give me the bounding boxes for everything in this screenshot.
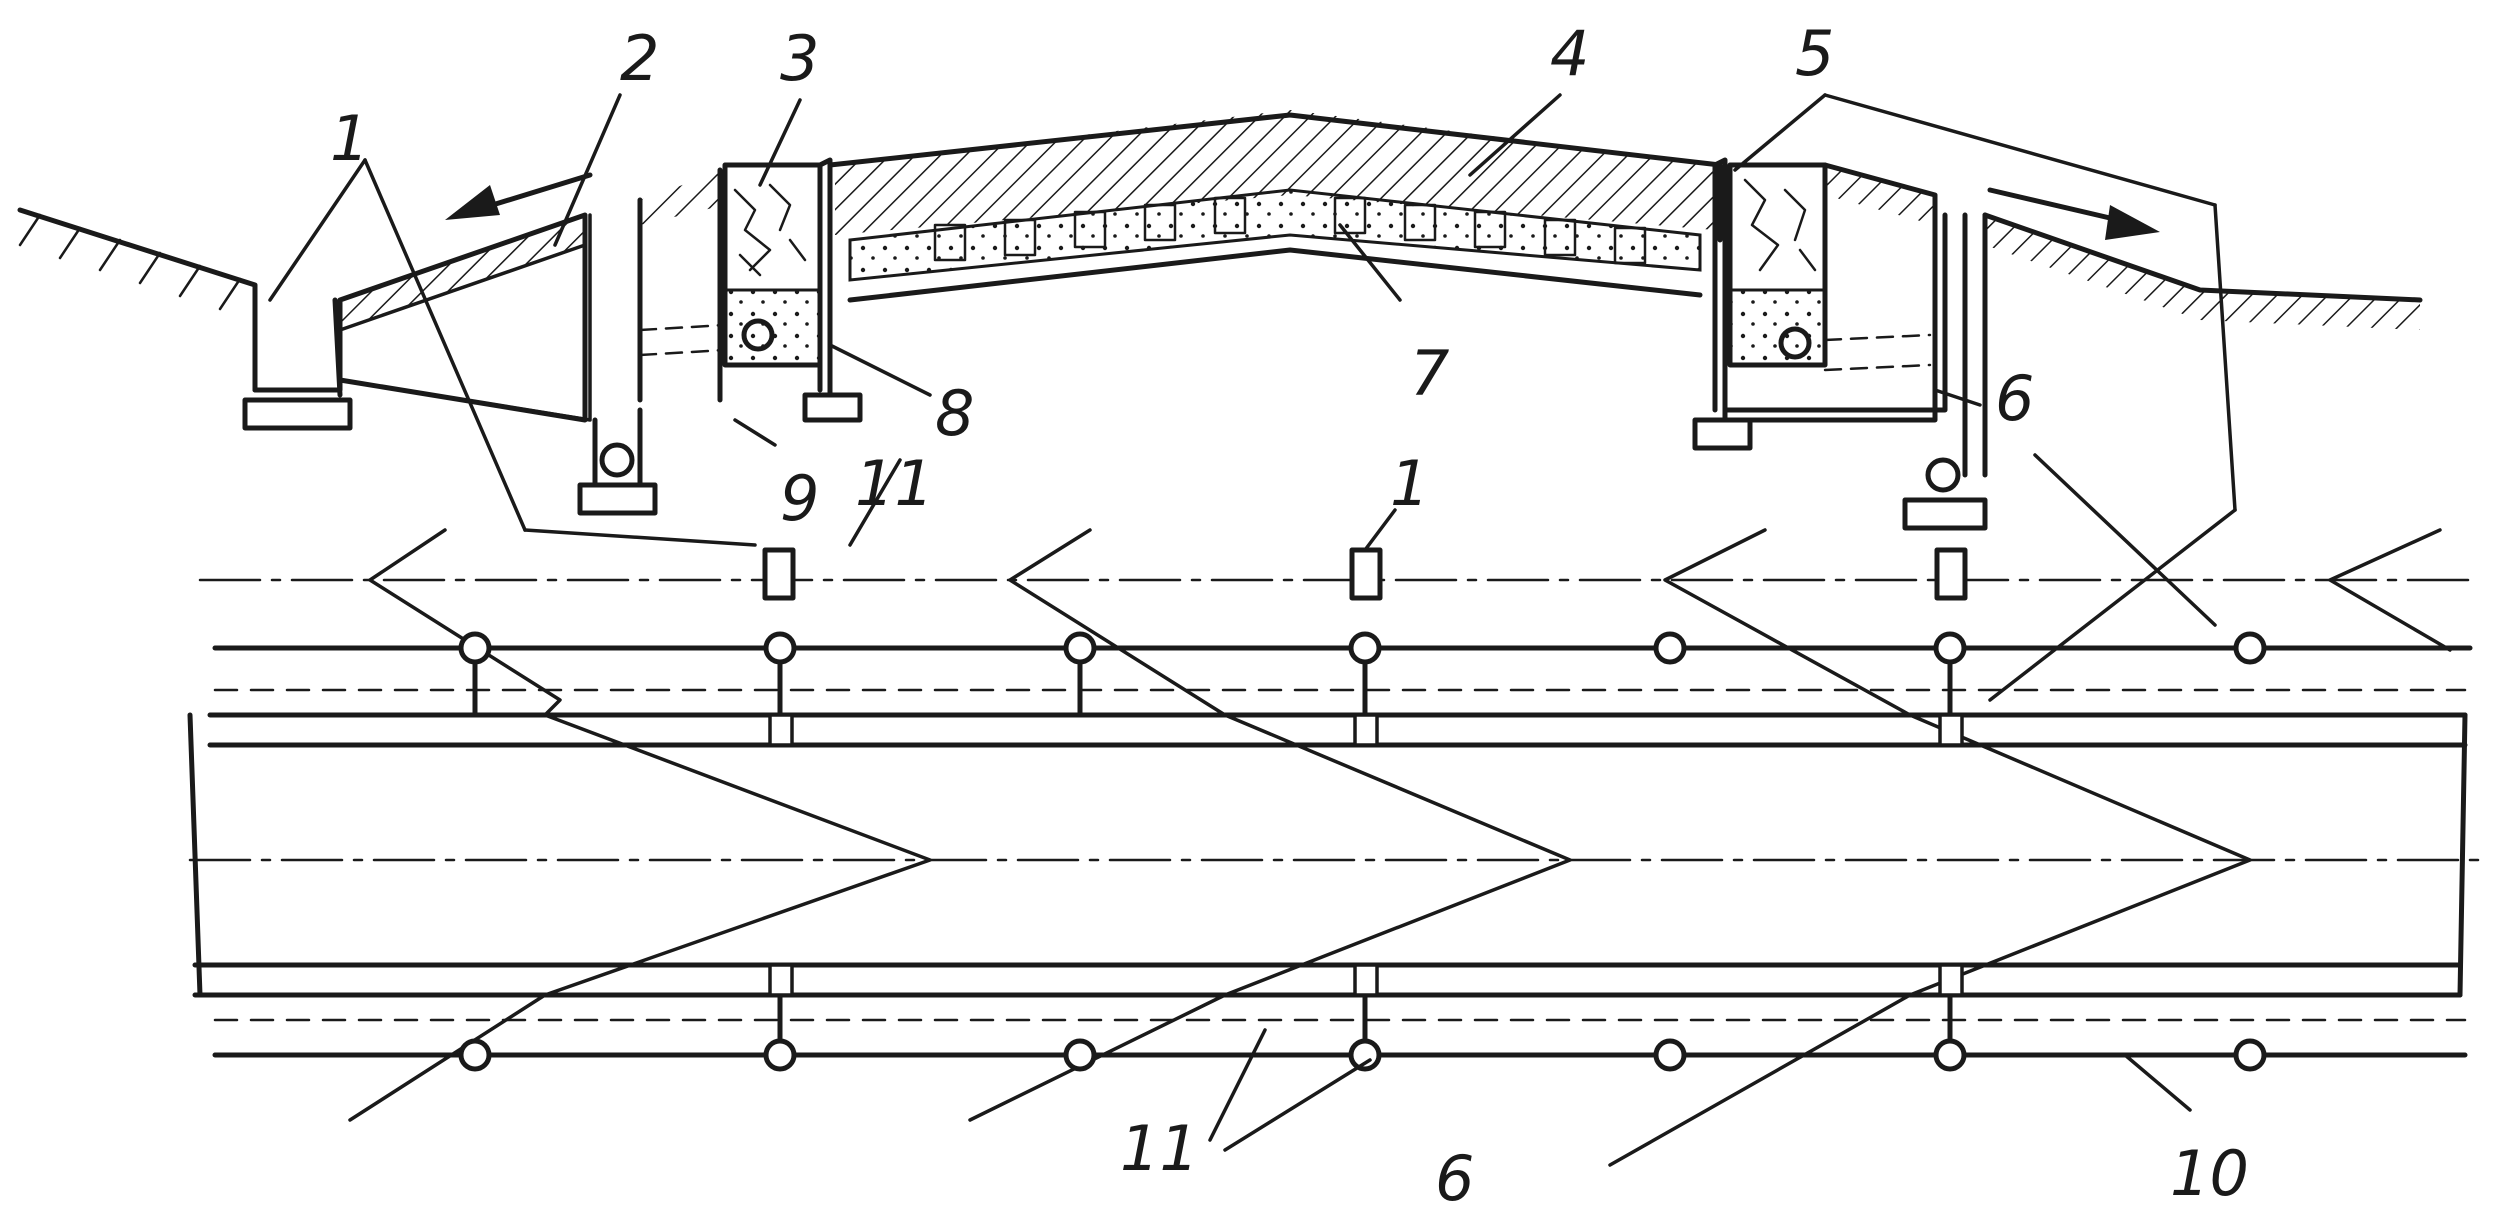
plan-pipes-lower <box>458 1038 2267 1072</box>
label-8: 8 <box>935 377 974 450</box>
label-2: 2 <box>620 22 659 95</box>
labels: 1 2 3 4 5 6 7 8 9 11 1 11 6 10 <box>330 17 2249 1213</box>
cross-section <box>17 93 2423 702</box>
right-duct-pipe <box>1778 326 1812 360</box>
left-gallery-inner <box>338 213 592 422</box>
ground-surface-right <box>1982 212 2423 303</box>
centerlines <box>188 578 2482 862</box>
flow-arrow-right <box>1987 187 2160 240</box>
left-support-pipe <box>599 442 635 478</box>
left-duct-base <box>723 288 822 367</box>
roof-slab-outline <box>827 112 1723 303</box>
label-6-bottom: 6 <box>1435 1142 1474 1213</box>
plan-rail-blocks <box>768 713 1964 997</box>
label-1-top: 1 <box>330 102 369 175</box>
right-wall <box>1712 157 1728 423</box>
left-wall-hatch <box>640 170 725 225</box>
plan-chevrons-main <box>543 713 2252 997</box>
right-duct-rubble <box>1743 178 1817 272</box>
left-footing-1 <box>242 397 353 431</box>
ground-surface-left <box>17 207 258 393</box>
label-10: 10 <box>2170 1137 2249 1210</box>
plan-view <box>187 453 2482 1167</box>
leader-lines-top <box>268 93 2237 702</box>
label-1-plan: 1 <box>1390 447 1429 520</box>
left-duct-rubble <box>733 183 807 277</box>
label-11-bottom: 11 <box>1120 1112 1199 1185</box>
ground-hatch-left <box>18 213 242 311</box>
left-wall <box>637 167 723 403</box>
plan-chevrons-upper <box>368 528 2452 717</box>
insulation-blocks <box>933 196 1647 265</box>
plan-pipes-upper <box>458 631 2267 665</box>
left-duct-wall <box>817 157 833 398</box>
label-7: 7 <box>1410 337 1449 410</box>
plan-hydrants <box>762 547 1968 601</box>
label-6-top: 6 <box>1995 362 2034 435</box>
left-gallery-soil-fill <box>340 215 585 330</box>
left-duct-footing <box>802 392 863 423</box>
right-duct-base <box>1728 288 1827 367</box>
label-4: 4 <box>1550 17 1589 90</box>
plan-chevrons-lower <box>348 993 1912 1167</box>
left-footing-2 <box>577 482 658 516</box>
label-3: 3 <box>780 22 819 95</box>
plan-rails <box>187 645 2473 1058</box>
right-gallery-dash <box>1823 333 1932 372</box>
flow-arrow-left <box>445 172 593 220</box>
left-duct-pipe <box>741 318 775 352</box>
label-11-top: 11 <box>855 447 934 520</box>
right-support-pipe <box>1925 457 1961 493</box>
leader-lines-plan <box>1208 453 2217 1152</box>
label-9: 9 <box>780 462 819 535</box>
right-gallery-hatch <box>1825 165 1935 225</box>
left-wall-dash <box>638 323 727 357</box>
right-footing-1 <box>1692 417 1753 451</box>
roof-underside <box>847 247 1703 303</box>
right-gallery <box>1722 162 1988 478</box>
right-footing-2 <box>1902 497 1988 531</box>
plan-dashed-lines <box>213 688 2467 1022</box>
left-support-leg <box>592 407 643 488</box>
label-5: 5 <box>1795 17 1834 90</box>
right-soil-hatch <box>1985 215 2420 330</box>
